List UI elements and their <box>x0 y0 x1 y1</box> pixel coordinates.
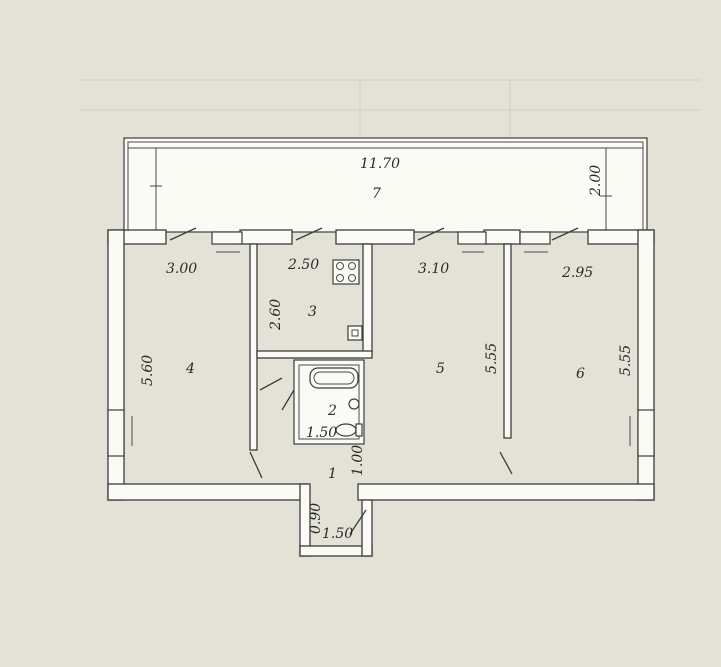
door-balcony-4 <box>551 227 579 241</box>
window-room5 <box>457 231 487 245</box>
dim-room6-length: 5.55 <box>618 345 634 376</box>
windows <box>107 231 655 457</box>
balcony-rail <box>127 141 644 149</box>
washbasin-icon <box>348 398 360 410</box>
dim-kitchen-width: 2.50 <box>287 257 319 273</box>
window-right <box>637 409 655 457</box>
wall-top-middle <box>335 229 415 245</box>
sink-icon <box>347 325 363 341</box>
dim-room4-width: 3.00 <box>166 261 197 277</box>
fixtures <box>309 259 363 437</box>
dim-room6-width: 2.95 <box>561 265 593 281</box>
door-entrance <box>349 509 367 535</box>
toilet-icon <box>335 423 357 437</box>
wall-bottom-left <box>107 483 309 501</box>
balcony <box>123 137 648 233</box>
partition-room5-room6 <box>503 243 512 439</box>
window-left <box>107 409 125 457</box>
wall-top-kitchen <box>239 229 293 245</box>
door-balcony-2 <box>295 227 323 241</box>
background-form-lines <box>80 79 700 140</box>
door-room4 <box>249 451 263 479</box>
dim-corridor-width: 1.00 <box>350 445 366 476</box>
room-numbers: 7 4 3 2 1 5 6 <box>185 186 585 482</box>
balcony-outline <box>123 137 648 233</box>
dim-room5-length: 5.55 <box>484 343 500 374</box>
window-room4 <box>211 231 243 245</box>
door-balcony-1 <box>169 227 197 241</box>
wall-top-middle2 <box>483 229 521 245</box>
room-number-corridor: 1 <box>328 466 337 482</box>
door-kitchen <box>259 377 283 391</box>
wall-bottom-right <box>357 483 655 501</box>
partition-kitchen-bottom <box>256 350 373 359</box>
room-number-balcony: 7 <box>372 186 381 202</box>
dimension-labels: 11.70 2.00 3.00 5.60 2.50 2.60 3.10 5.55… <box>140 156 634 542</box>
room-number-middle: 5 <box>436 361 445 377</box>
dim-room4-length: 5.60 <box>140 355 156 386</box>
room-number-bathroom: 2 <box>327 403 337 419</box>
dim-balcony-width: 2.00 <box>588 165 604 197</box>
bathtub-icon <box>309 367 359 389</box>
dim-bath-width: 1.50 <box>306 425 337 441</box>
wall-left <box>107 229 125 501</box>
vestibule-bottom-wall <box>299 545 373 557</box>
doors <box>169 227 579 535</box>
dim-room5-width: 3.10 <box>418 261 449 277</box>
dim-vestibule-width: 1.50 <box>322 526 353 542</box>
dim-kitchen-length: 2.60 <box>268 299 284 331</box>
room-number-left: 4 <box>185 361 195 377</box>
door-room6 <box>499 451 513 475</box>
wall-right <box>637 229 655 501</box>
door-balcony-3 <box>417 227 445 241</box>
vestibule-right-wall <box>361 499 373 557</box>
window-room6 <box>519 231 551 245</box>
dim-vestibule-depth: 0.90 <box>308 503 324 534</box>
room-number-kitchen: 3 <box>308 304 317 320</box>
dim-balcony-length: 11.70 <box>360 156 400 172</box>
door-bathroom <box>281 389 295 411</box>
room-number-right: 6 <box>576 366 585 382</box>
partition-kitchen-room5 <box>362 243 373 353</box>
partition-room4-kitchen <box>249 243 258 451</box>
